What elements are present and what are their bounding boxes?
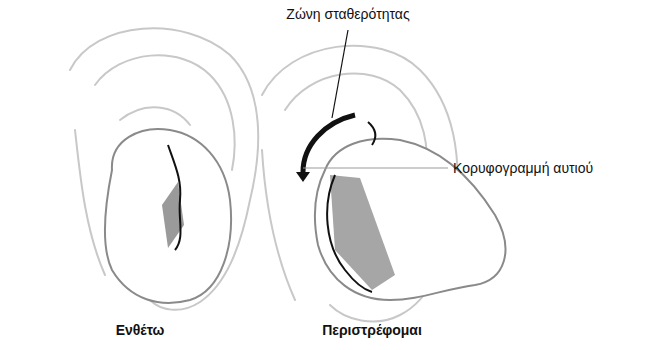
step-caption: Ενθέτω	[116, 322, 165, 339]
callout-label: Κορυφογραμμή αυτιού	[453, 160, 593, 177]
stability-zone-marker	[296, 30, 448, 182]
left-earbud	[105, 129, 231, 303]
left-ear	[70, 28, 258, 309]
step-caption: Περιστρέφομαι	[322, 322, 422, 339]
callout-label: Ζώνη σταθερότητας	[286, 6, 409, 23]
